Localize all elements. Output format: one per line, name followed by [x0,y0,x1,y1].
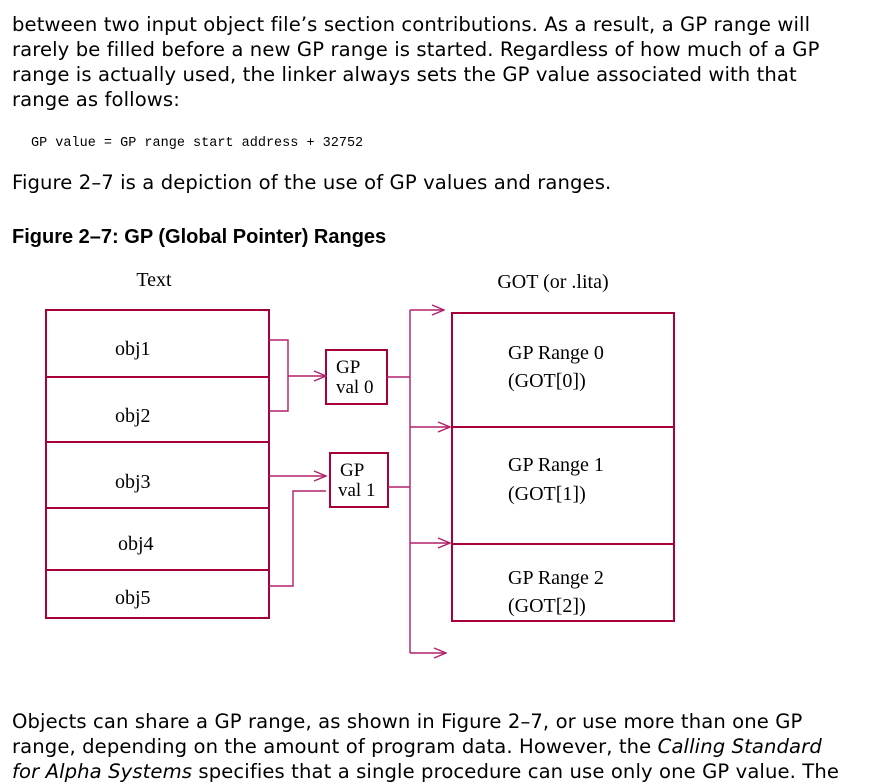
gp-value-label-line: GP [336,357,360,378]
object-label: obj2 [115,405,151,427]
closing-paragraph: Objects can share a GP range, as shown i… [12,709,884,784]
text-line: Objects can share a GP range, as shown i… [12,710,803,733]
text-line: for Alpha Systems specifies that a singl… [12,759,884,784]
gp-value-label: GP val 1 [338,460,375,501]
intro-paragraph: between two input object file’s section … [12,12,884,112]
gp-value-label-line: GP [340,460,364,481]
gp-range-label-line: (GOT[1]) [508,483,586,505]
gp-range-label: GP Range 2 (GOT[2]) [508,567,609,617]
gp-value-label: GP val 0 [336,357,373,398]
object-label: obj4 [118,533,154,555]
gp-value-label-line: val 1 [338,480,375,501]
gp-range-label: GP Range 1 (GOT[1]) [508,454,609,505]
text-section-label: Text [136,269,172,291]
gp-ranges-diagram: Text GOT (or .lita) obj1 obj2 obj3 obj4 … [45,269,675,700]
got-section-label: GOT (or .lita) [497,271,608,293]
code-example: GP value = GP range start address + 3275… [31,136,364,151]
book-title: for Alpha Systems [12,760,193,783]
gp-range-label-line: (GOT[2]) [508,595,586,617]
text-section [45,309,270,619]
got-section [451,312,675,622]
gp-range-label-line: GP Range 2 [508,567,604,589]
book-title: Calling Standard [657,735,822,758]
connector-arrows [269,310,450,653]
object-label: obj5 [115,587,151,609]
gp-range-label-line: GP Range 0 [508,342,604,364]
figure-title: Figure 2–7: GP (Global Pointer) Ranges [12,226,387,248]
text-line: between two input object file’s section … [12,13,811,36]
gp-range-label: GP Range 0 (GOT[0]) [508,342,609,392]
text-line: range is actually used, the linker alway… [12,63,797,86]
text-fragment: range, depending on the amount of progra… [12,735,658,758]
text-fragment: specifies that a single procedure can us… [192,760,840,783]
text-line: range as follows: [12,88,180,111]
gp-range-label-line: (GOT[0]) [508,370,586,392]
text-line: rarely be filled before a new GP range i… [12,38,820,61]
gp-value-label-line: val 0 [336,377,373,398]
object-label: obj3 [115,471,151,493]
text-line: range, depending on the amount of progra… [12,734,884,759]
figure-reference-paragraph: Figure 2–7 is a depiction of the use of … [12,171,612,194]
object-label: obj1 [115,338,151,360]
gp-range-label-line: GP Range 1 [508,454,604,476]
